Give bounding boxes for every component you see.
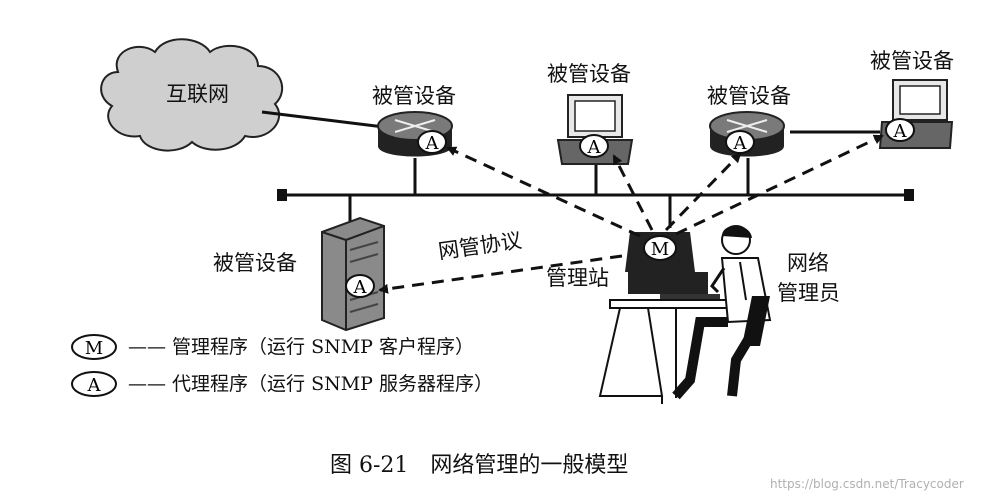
agent-badge-workstation-2: A: [885, 118, 915, 142]
legend-agent-text: 代理程序（运行 SNMP 服务器程序）: [172, 373, 494, 395]
snmp-link-router-2: [664, 152, 742, 232]
internet-link: [261, 110, 393, 130]
snmp-dashed-links: [378, 134, 884, 294]
svg-text:A: A: [425, 133, 440, 154]
svg-text:A: A: [353, 277, 368, 298]
legend-manager-text: 管理程序（运行 SNMP 客户程序）: [172, 336, 475, 358]
internet-label: 互联网: [166, 82, 229, 106]
manager-station-illustration: [598, 225, 772, 404]
snmp-link-server: [378, 254, 623, 294]
svg-text:A: A: [733, 133, 748, 154]
svg-text:A: A: [587, 137, 602, 158]
device-drops: [348, 130, 880, 230]
legend-manager-entry: —— 管理程序（运行 SNMP 客户程序）: [128, 338, 474, 357]
agent-badge-server: A: [345, 274, 375, 298]
svg-text:M: M: [651, 239, 669, 260]
svg-text:M: M: [85, 338, 103, 359]
legend-symbol-manager: M: [71, 334, 117, 360]
snmp-link-router-1: [446, 146, 641, 238]
svg-text:A: A: [893, 121, 908, 142]
administrator-label-line-1: 网络: [787, 251, 829, 275]
agent-badge-router-1: A: [417, 130, 447, 154]
managed-device-label-workstation-2: 被管设备: [870, 49, 954, 73]
snmp-link-workstation-2: [675, 134, 884, 236]
figure-caption: 图 6-21 网络管理的一般模型: [330, 453, 629, 478]
legend-agent-entry: —— 代理程序（运行 SNMP 服务器程序）: [128, 375, 493, 394]
internet-cloud: [100, 38, 284, 152]
managed-device-label-workstation-1: 被管设备: [547, 62, 631, 86]
agent-badge-router-2: A: [725, 130, 755, 154]
watermark: https://blog.csdn.net/Tracycoder: [770, 477, 964, 491]
legend-dash: ——: [128, 336, 166, 358]
svg-text:A: A: [87, 375, 102, 396]
agent-badge-workstation-1: A: [579, 134, 609, 158]
legend-dash: ——: [128, 373, 166, 395]
managed-device-label-router-1: 被管设备: [372, 84, 456, 108]
manager-station-label: 管理站: [546, 266, 609, 290]
legend-symbol-agent: A: [71, 371, 117, 397]
snmp-link-workstation-1: [612, 154, 654, 231]
administrator-label-line-2: 管理员: [777, 281, 840, 305]
manager-badge: M: [643, 235, 677, 261]
managed-device-label-router-2: 被管设备: [707, 84, 791, 108]
server-tower: [321, 216, 385, 332]
managed-device-label-server: 被管设备: [213, 251, 297, 275]
